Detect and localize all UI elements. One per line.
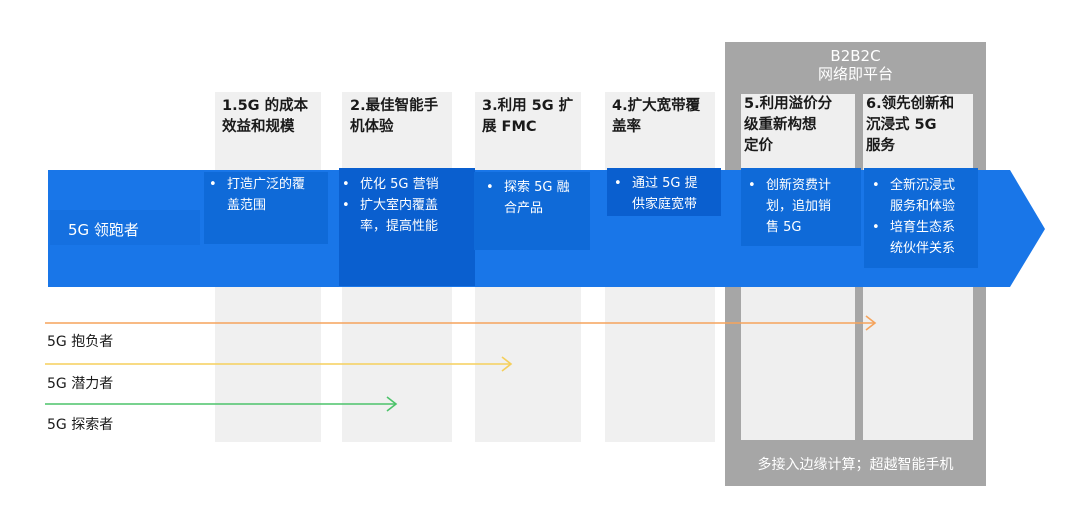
step-bullets-1: 打造广泛的覆 盖范围	[205, 174, 325, 216]
bullet: 探索 5G 融 合产品	[482, 177, 592, 219]
platform-note: 多接入边缘计算；超越智能手机	[757, 457, 954, 473]
bullet: 培育生态系 统伙伴关系	[868, 217, 980, 259]
step-title-3: 3.利用 5G 扩 展 FMC	[482, 98, 574, 135]
bullet: 全新沉浸式 服务和体验	[868, 175, 980, 217]
platform-title-1: B2B2C	[830, 47, 881, 65]
tier-label-aspirer: 5G 抱负者	[47, 334, 114, 350]
platform-title-2: 网络即平台	[817, 65, 893, 83]
bullet: 创新资费计 划，追加销 售 5G	[744, 175, 860, 238]
step-bullets-6: 全新沉浸式 服务和体验 培育生态系 统伙伴关系	[868, 175, 980, 259]
step-bullets-3: 探索 5G 融 合产品	[482, 177, 592, 219]
bullet: 通过 5G 提 供家庭宽带	[610, 173, 720, 215]
tier-arrow-potential	[45, 356, 513, 372]
step-title-6: 6.领先创新和 沉浸式 5G 服务	[866, 96, 955, 154]
tier-label-potential: 5G 潜力者	[47, 376, 114, 392]
bullet: 扩大室内覆盖 率，提高性能	[338, 195, 468, 237]
bullet: 优化 5G 营销	[338, 174, 468, 195]
leader-label: 5G 领跑者	[68, 221, 139, 239]
step-title-4: 4.扩大宽带覆 盖率	[612, 98, 701, 135]
step-title-2: 2.最佳智能手 机体验	[350, 98, 439, 135]
step-bullets-2: 优化 5G 营销 扩大室内覆盖 率，提高性能	[338, 174, 468, 237]
tier-arrow-explorer	[45, 396, 398, 412]
bullet: 打造广泛的覆 盖范围	[205, 174, 325, 216]
step-title-1: 1.5G 的成本 效益和规模	[222, 98, 309, 135]
step-title-5: 5.利用溢价分 级重新构想 定价	[744, 96, 833, 154]
step-bullets-4: 通过 5G 提 供家庭宽带	[610, 173, 720, 215]
step-bullets-5: 创新资费计 划，追加销 售 5G	[744, 175, 860, 238]
tier-label-explorer: 5G 探索者	[47, 417, 114, 433]
tier-arrow-aspirer	[45, 315, 877, 331]
